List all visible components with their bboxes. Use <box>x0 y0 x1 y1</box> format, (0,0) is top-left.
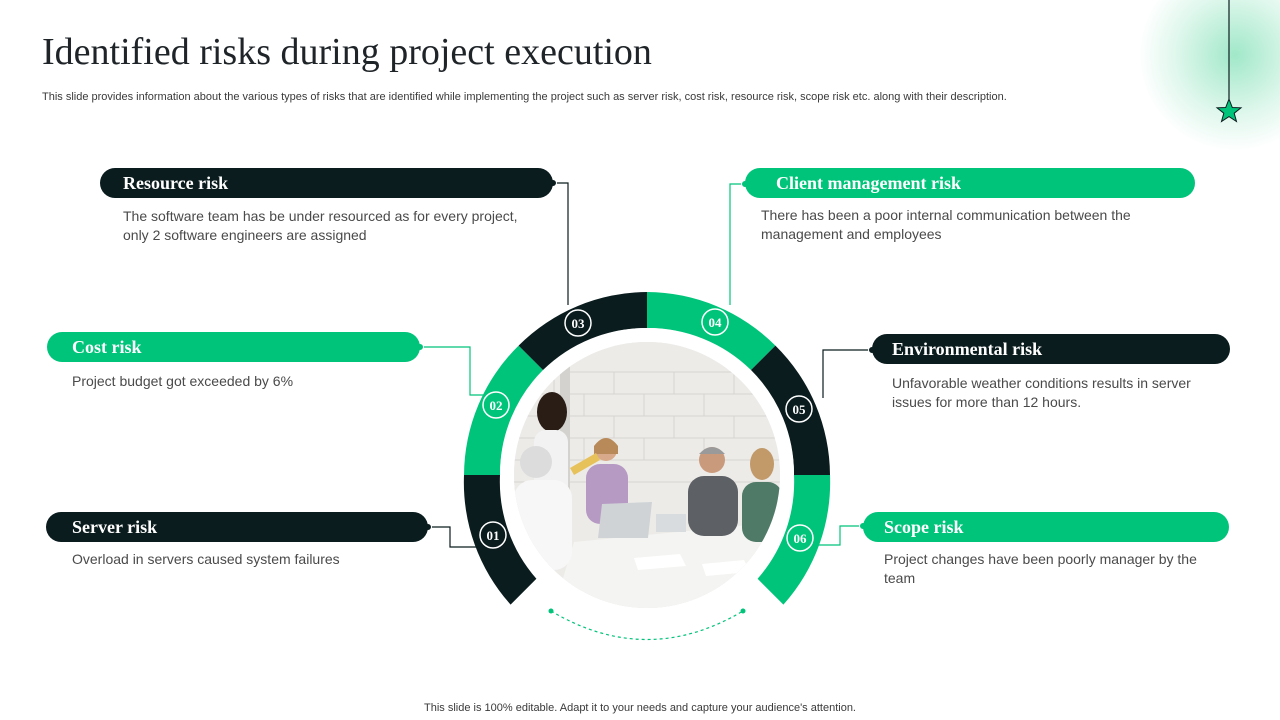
star-icon <box>1215 97 1243 123</box>
slide-footer: This slide is 100% editable. Adapt it to… <box>424 702 856 714</box>
connector-01 <box>428 526 478 548</box>
badge-02: 02 <box>482 391 510 419</box>
risk-title-scope: Scope risk <box>863 512 1229 542</box>
risk-title-cost: Cost risk <box>47 332 420 362</box>
connector-05 <box>822 349 872 398</box>
risk-desc-client-management: There has been a poor internal communica… <box>761 207 1131 242</box>
badge-04: 04 <box>701 308 729 336</box>
connector-06 <box>815 525 863 546</box>
badge-06: 06 <box>786 524 814 552</box>
badge-03: 03 <box>564 309 592 337</box>
svg-text:04: 04 <box>709 315 723 330</box>
risk-title-client-management: Client management risk <box>745 168 1195 198</box>
connector-03 <box>553 182 569 305</box>
risk-title-resource: Resource risk <box>100 168 553 198</box>
risk-desc-scope: Project changes have been poorly manager… <box>884 551 1197 586</box>
svg-text:05: 05 <box>793 402 807 417</box>
connector-02 <box>420 346 484 396</box>
svg-text:01: 01 <box>487 528 500 543</box>
risk-desc-cost: Project budget got exceeded by 6% <box>72 373 294 389</box>
svg-text:03: 03 <box>572 316 586 331</box>
badge-05: 05 <box>785 395 813 423</box>
risk-desc-resource: The software team has be under resourced… <box>123 208 518 243</box>
team-meeting-photo <box>514 342 780 608</box>
risk-title-environmental: Environmental risk <box>872 334 1230 364</box>
slide-title: Identified risks during project executio… <box>42 31 652 73</box>
star-ornament <box>1215 0 1243 123</box>
risk-desc-environmental: Unfavorable weather conditions results i… <box>892 375 1191 410</box>
svg-text:02: 02 <box>490 398 503 413</box>
badge-01: 01 <box>479 521 507 549</box>
dashed-arc <box>550 610 744 640</box>
slide-subtitle: This slide provides information about th… <box>42 91 1007 103</box>
connector-04 <box>729 183 745 305</box>
svg-text:06: 06 <box>794 531 808 546</box>
risk-title-server: Server risk <box>46 512 428 542</box>
risk-desc-server: Overload in servers caused system failur… <box>72 551 340 567</box>
